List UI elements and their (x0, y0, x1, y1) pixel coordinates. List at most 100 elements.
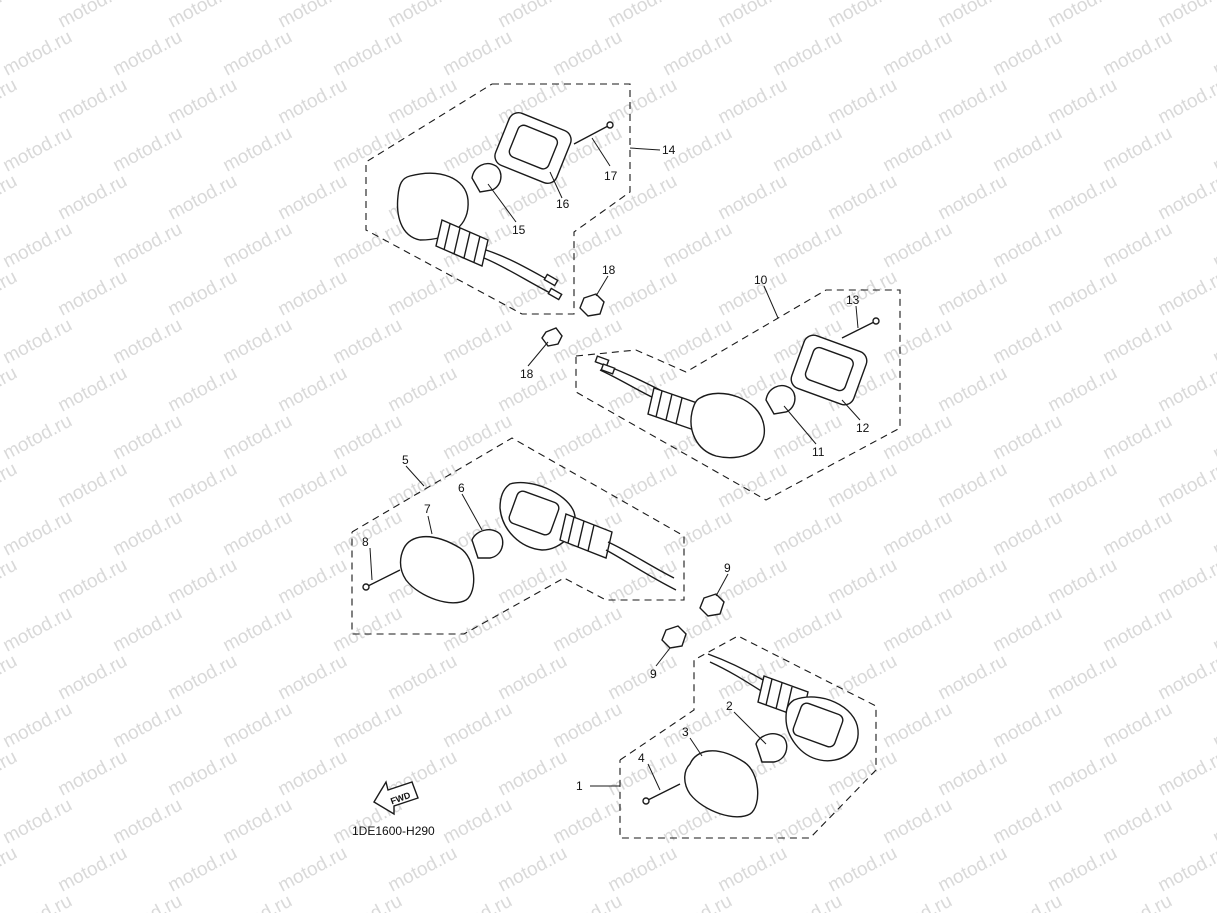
watermark-text: motod.ru (990, 315, 1066, 369)
watermark-text: motod.ru (275, 171, 351, 225)
watermark-text: motod.ru (495, 843, 571, 897)
watermark-text: motod.ru (1100, 507, 1176, 561)
watermark-text: motod.ru (275, 75, 351, 129)
watermark-text: motod.ru (110, 603, 186, 657)
nut-18a (579, 293, 605, 317)
watermark-text: motod.ru (55, 459, 131, 513)
flasher-lens-10 (690, 392, 765, 459)
watermark-text: motod.ru (715, 75, 791, 129)
watermark-text: motod.ru (275, 555, 351, 609)
watermark-text: motod.ru (1210, 411, 1217, 465)
screw-8 (367, 569, 401, 587)
bulb-15 (471, 162, 502, 193)
watermark-text: motod.ru (220, 411, 296, 465)
watermark-text: motod.ru (0, 555, 21, 609)
watermark-text: motod.ru (110, 411, 186, 465)
watermark-text: motod.ru (330, 699, 406, 753)
watermark-text: motod.ru (385, 363, 461, 417)
callout-17: 17 (604, 169, 618, 183)
watermark-text: motod.ru (275, 267, 351, 321)
watermark-text: motod.ru (990, 219, 1066, 273)
watermark-text: motod.ru (0, 75, 21, 129)
callout-labels: 1 2 3 4 5 6 7 8 9 9 10 11 12 13 14 15 16… (362, 143, 870, 793)
watermark-text: motod.ru (880, 699, 956, 753)
watermark-text: motod.ru (605, 459, 681, 513)
watermark-text: motod.ru (990, 603, 1066, 657)
callout-8: 8 (362, 535, 369, 549)
callout-9a: 9 (724, 561, 731, 575)
watermark-text: motod.ru (990, 891, 1066, 913)
callout-4: 4 (638, 751, 645, 765)
callout-5: 5 (402, 453, 409, 467)
watermark-text: motod.ru (220, 795, 296, 849)
watermark-text: motod.ru (165, 843, 241, 897)
screw-13 (841, 321, 875, 339)
watermark-text: motod.ru (1100, 603, 1176, 657)
watermark-text: motod.ru (1210, 123, 1217, 177)
watermark-text: motod.ru (935, 651, 1011, 705)
fwd-arrow: FWD (373, 780, 419, 816)
watermark-text: motod.ru (220, 603, 296, 657)
watermark-text: motod.ru (0, 0, 21, 32)
watermark-text: motod.ru (0, 603, 76, 657)
watermark-text: motod.ru (440, 411, 516, 465)
watermark-text: motod.ru (990, 507, 1066, 561)
watermark-text: motod.ru (0, 315, 76, 369)
watermark-text: motod.ru (495, 651, 571, 705)
watermark-text: motod.ru (880, 507, 956, 561)
watermark-text: motod.ru (1100, 411, 1176, 465)
watermark-text: motod.ru (990, 123, 1066, 177)
watermark-text: motod.ru (330, 603, 406, 657)
watermark-text: motod.ru (165, 651, 241, 705)
watermark-text: motod.ru (1100, 123, 1176, 177)
callout-6: 6 (458, 481, 465, 495)
watermark-text: motod.ru (660, 507, 736, 561)
watermark-text: motod.ru (1045, 75, 1121, 129)
watermark-text: motod.ru (880, 123, 956, 177)
watermark-text: motod.ru (165, 75, 241, 129)
diagram-code: 1DE1600-H290 (352, 824, 435, 838)
watermark-text: motod.ru (1045, 555, 1121, 609)
lens-3 (684, 750, 759, 818)
watermark-text: motod.ru (55, 171, 131, 225)
watermark-text: motod.ru (1155, 267, 1217, 321)
watermark-text: motod.ru (880, 891, 956, 913)
watermark-text: motod.ru (440, 603, 516, 657)
callout-10: 10 (754, 273, 768, 287)
watermark-text: motod.ru (935, 363, 1011, 417)
watermark-text: motod.ru (715, 843, 791, 897)
watermark-text: motod.ru (1100, 795, 1176, 849)
watermark-text: motod.ru (550, 891, 626, 913)
watermark-text: motod.ru (1045, 459, 1121, 513)
watermark-text: motod.ru (825, 555, 901, 609)
watermark-text: motod.ru (1155, 747, 1217, 801)
watermark-text: motod.ru (55, 75, 131, 129)
watermark-text: motod.ru (220, 27, 296, 81)
watermark-text: motod.ru (825, 651, 901, 705)
watermark-text: motod.ru (770, 123, 846, 177)
watermark-text: motod.ru (275, 363, 351, 417)
watermark-text: motod.ru (440, 27, 516, 81)
watermark-text: motod.ru (385, 459, 461, 513)
watermark-text: motod.ru (110, 27, 186, 81)
watermark-text: motod.ru (0, 507, 76, 561)
flasher-stem-14 (435, 219, 489, 267)
watermark-text: motod.ru (1045, 651, 1121, 705)
bulb-2 (755, 733, 788, 763)
nut-9a (699, 593, 725, 617)
assembly-14 (365, 83, 631, 317)
watermark-text: motod.ru (990, 27, 1066, 81)
watermark-text: motod.ru (1045, 363, 1121, 417)
watermark-text: motod.ru (385, 651, 461, 705)
watermark-text: motod.ru (935, 459, 1011, 513)
watermark-text: motod.ru (770, 27, 846, 81)
watermark-text: motod.ru (1045, 171, 1121, 225)
watermark-text: motod.ru (275, 843, 351, 897)
watermark-text: motod.ru (1155, 75, 1217, 129)
watermark-text: motod.ru (550, 315, 626, 369)
callout-12: 12 (856, 421, 870, 435)
watermark-text: motod.ru (165, 747, 241, 801)
watermark-text: motod.ru (275, 651, 351, 705)
watermark-text: motod.ru (1210, 795, 1217, 849)
